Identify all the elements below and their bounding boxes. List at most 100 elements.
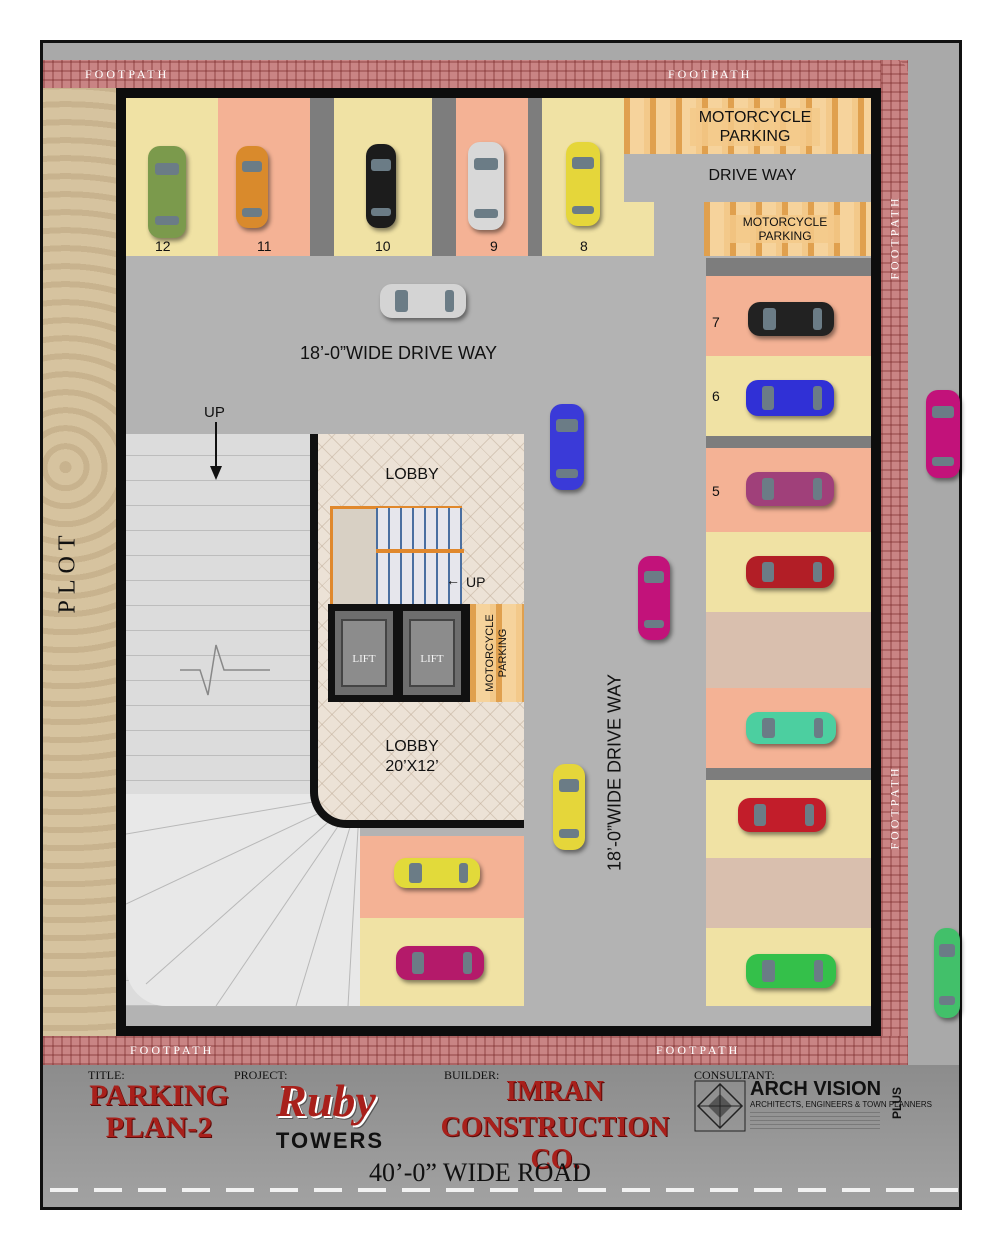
car <box>566 142 600 226</box>
stair-treads <box>376 508 462 604</box>
space-number-7: 7 <box>712 314 720 330</box>
space-number-8: 8 <box>580 238 588 254</box>
footpath-top <box>43 60 908 90</box>
footpath-label-bottom-left: FOOTPATH <box>130 1043 215 1057</box>
project-label: PROJECT: <box>234 1068 288 1082</box>
lift-1: LIFT <box>332 608 396 698</box>
car <box>366 144 396 228</box>
motorcycle-parking-label-top: MOTORCYCLE PARKING <box>690 108 820 146</box>
road-label: 40’-0” WIDE ROAD <box>369 1158 591 1187</box>
space-number-9: 9 <box>490 238 498 254</box>
road-dash <box>578 1188 606 1192</box>
ramp-spiral <box>126 794 360 1006</box>
consultant-tagline: ARCHITECTS, ENGINEERS & TOWN PLANNERS <box>750 1100 932 1109</box>
road-dash <box>446 1188 474 1192</box>
ramp-up-label: UP <box>204 404 225 421</box>
car <box>746 380 834 416</box>
project-subtitle: TOWERS <box>275 1128 385 1153</box>
road-dash <box>666 1188 694 1192</box>
drawing-title: PARKING PLAN-2 <box>89 1079 229 1144</box>
drive-way-label: DRIVE WAY <box>708 167 797 184</box>
footpath-right <box>881 60 908 1065</box>
column-strip <box>432 98 456 256</box>
footpath-label-top-right: FOOTPATH <box>668 67 753 81</box>
space-number-11: 11 <box>257 238 272 254</box>
lift-2-label: LIFT <box>420 653 444 665</box>
car <box>934 928 960 1018</box>
lift-1-label: LIFT <box>352 653 376 665</box>
road-dash <box>402 1188 430 1192</box>
consultant-label: CONSULTANT: <box>694 1068 775 1082</box>
arch-vision-logo-icon <box>694 1080 746 1132</box>
road-dash <box>710 1188 738 1192</box>
car <box>148 146 186 238</box>
parking-space <box>706 612 871 688</box>
down-arrow-icon <box>210 422 222 480</box>
parking-space <box>706 858 871 928</box>
column-strip <box>310 98 334 256</box>
car <box>746 712 836 744</box>
title-label: TITLE: <box>88 1068 125 1082</box>
road-dash <box>490 1188 518 1192</box>
builder-label: BUILDER: <box>444 1068 500 1082</box>
road-dash <box>138 1188 166 1192</box>
road-dash <box>842 1188 870 1192</box>
car <box>738 798 826 832</box>
builder-name-line1: IMRAN <box>506 1076 604 1107</box>
car <box>553 764 585 850</box>
road <box>43 1065 959 1207</box>
lobby-label-lower: LOBBY <box>385 738 439 755</box>
road-dash <box>534 1188 562 1192</box>
road-dash <box>622 1188 650 1192</box>
car <box>748 302 834 336</box>
road-dash <box>314 1188 342 1192</box>
car <box>926 390 960 478</box>
stair-arrow-icon: ← <box>446 572 460 588</box>
consultant-name: ARCH VISION <box>750 1078 882 1100</box>
stair-up-label: UP <box>466 574 486 590</box>
road-dash <box>930 1188 958 1192</box>
plot-area <box>43 88 118 1036</box>
space-number-5: 5 <box>712 483 720 499</box>
slot-strip <box>624 202 654 256</box>
footpath-label-top-left: FOOTPATH <box>85 67 170 81</box>
footpath-bottom <box>43 1036 908 1065</box>
car <box>394 858 480 888</box>
car <box>380 284 466 318</box>
drive-way-top-label: 18’-0”WIDE DRIVE WAY <box>300 343 498 363</box>
car <box>236 146 268 228</box>
car <box>638 556 670 640</box>
footpath-label-right-upper: FOOTPATH <box>887 195 902 280</box>
footpath-label-right-lower: FOOTPATH <box>887 765 902 850</box>
lobby-label: LOBBY <box>385 466 439 483</box>
column-strip-right <box>706 436 871 448</box>
column-strip-right <box>706 768 871 780</box>
motorcycle-parking-lobby <box>470 604 524 702</box>
driveway-bay <box>624 154 871 202</box>
motorcycle-parking-lobby-label: MOTORCYCLE PARKING <box>484 614 509 692</box>
drive-way-vertical-label: 18’-0”WIDE DRIVE WAY <box>604 673 625 872</box>
road-dash <box>798 1188 826 1192</box>
stair-handrail <box>376 549 464 553</box>
column-strip <box>528 98 542 256</box>
road-dash <box>754 1188 782 1192</box>
plot-label: PLOT <box>54 529 81 614</box>
car <box>746 472 834 506</box>
footpath-label-bottom-right: FOOTPATH <box>656 1043 741 1057</box>
road-dash <box>182 1188 210 1192</box>
space-number-10: 10 <box>375 238 391 254</box>
space-number-6: 6 <box>712 388 720 404</box>
project-name: Ruby <box>276 1075 376 1126</box>
builder-name-line2: CONSTRUCTION CO. <box>440 1112 670 1175</box>
column-strip-right <box>706 258 871 276</box>
road-dash <box>50 1188 78 1192</box>
car <box>746 954 836 988</box>
ramp-radial-lines <box>126 794 360 1006</box>
car <box>396 946 484 980</box>
road-dash <box>886 1188 914 1192</box>
car <box>746 556 834 588</box>
car <box>550 404 584 490</box>
road-dash <box>358 1188 386 1192</box>
road-dash <box>94 1188 122 1192</box>
car <box>468 142 504 230</box>
